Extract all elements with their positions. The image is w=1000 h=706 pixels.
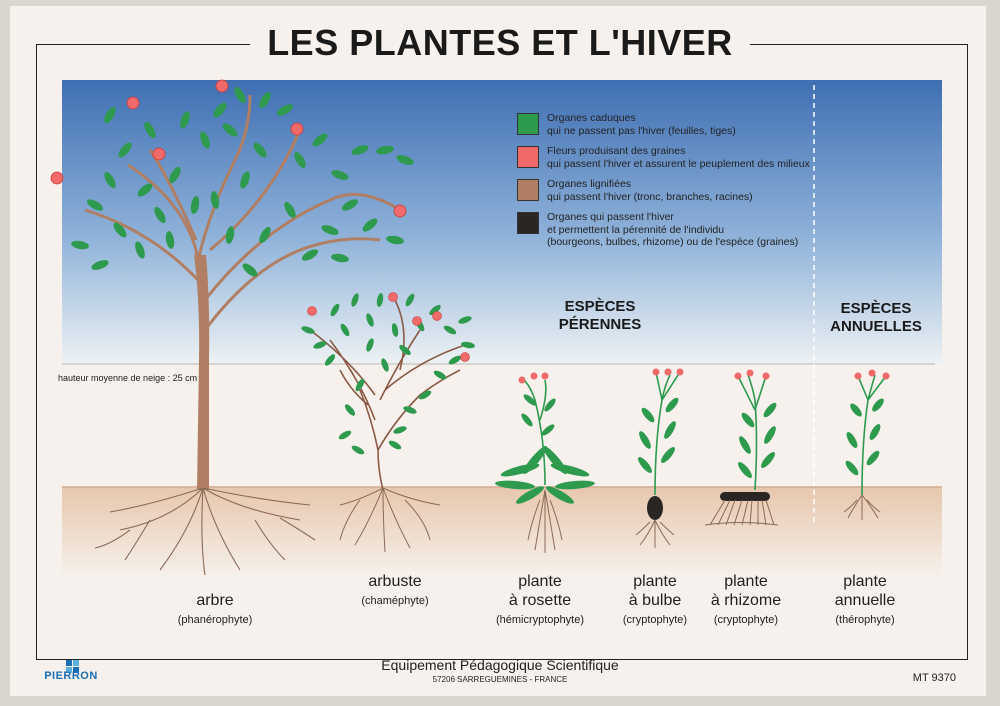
legend: Organes caduques qui ne passent pas l'hi… [517, 112, 817, 257]
section-annual: ESPÈCES ANNUELLES [830, 300, 922, 335]
legend-text: Organes lignifiées [547, 178, 632, 190]
legend-item: Fleurs produisant des graines qui passen… [517, 145, 817, 170]
rosette-plant-drawing [495, 372, 595, 553]
tree-drawing [50, 79, 414, 576]
plant-label-rhizome: plante à rhizome (cryptophyte) [710, 573, 782, 626]
rhizome-plant-drawing [704, 369, 779, 526]
snow-height-label: hauteur moyenne de neige : 25 cm [58, 373, 198, 383]
legend-text: qui ne passent pas l'hiver (feuilles, ti… [547, 124, 736, 137]
section-perennial: ESPÈCES PÉRENNES [558, 298, 642, 333]
product-code: MT 9370 [912, 672, 956, 684]
footer: Equipement Pédagogique Scientifique 5720… [300, 657, 700, 684]
page-title: LES PLANTES ET L'HIVER [250, 22, 750, 64]
legend-item: Organes caduques qui ne passent pas l'hi… [517, 112, 817, 137]
plant-label-annual: plante annuelle (thérophyte) [834, 573, 896, 626]
plant-label-shrub: arbuste (chaméphyte) [361, 573, 429, 607]
annual-plant-drawing [843, 369, 890, 520]
shrub-drawing [301, 292, 475, 553]
legend-text: qui passent l'hiver et assurent le peupl… [547, 157, 810, 170]
legend-text: et permettent la pérennité de l'individu [547, 223, 725, 236]
pierron-logo-icon [66, 660, 79, 673]
legend-swatch [517, 113, 539, 135]
soil [62, 487, 942, 577]
legend-swatch [517, 146, 539, 168]
brand-name: PIERRON [44, 670, 98, 682]
legend-swatch [517, 179, 539, 201]
publisher-name: Equipement Pédagogique Scientifique [381, 657, 619, 673]
publisher-address: 57206 SARREGUEMINES - FRANCE [432, 675, 568, 684]
plant-label-rosette: plante à rosette (hémicryptophyte) [495, 573, 585, 626]
brand: PIERRON [40, 655, 102, 682]
legend-item: Organes lignifiées qui passent l'hiver (… [517, 178, 817, 203]
legend-text: Organes caduques [547, 112, 636, 124]
legend-item: Organes qui passent l'hiver et permetten… [517, 211, 817, 249]
plant-label-bulb: plante à bulbe (cryptophyte) [622, 573, 688, 626]
plant-label-tree: arbre (phanérophyte) [177, 592, 253, 626]
legend-text: (bourgeons, bulbes, rhizome) ou de l'esp… [547, 236, 799, 248]
legend-text: Organes qui passent l'hiver [547, 211, 674, 223]
bulb-plant-drawing [635, 368, 684, 548]
legend-text: qui passent l'hiver (tronc, branches, ra… [547, 190, 753, 203]
legend-swatch [517, 212, 539, 234]
legend-text: Fleurs produisant des graines [547, 145, 686, 157]
